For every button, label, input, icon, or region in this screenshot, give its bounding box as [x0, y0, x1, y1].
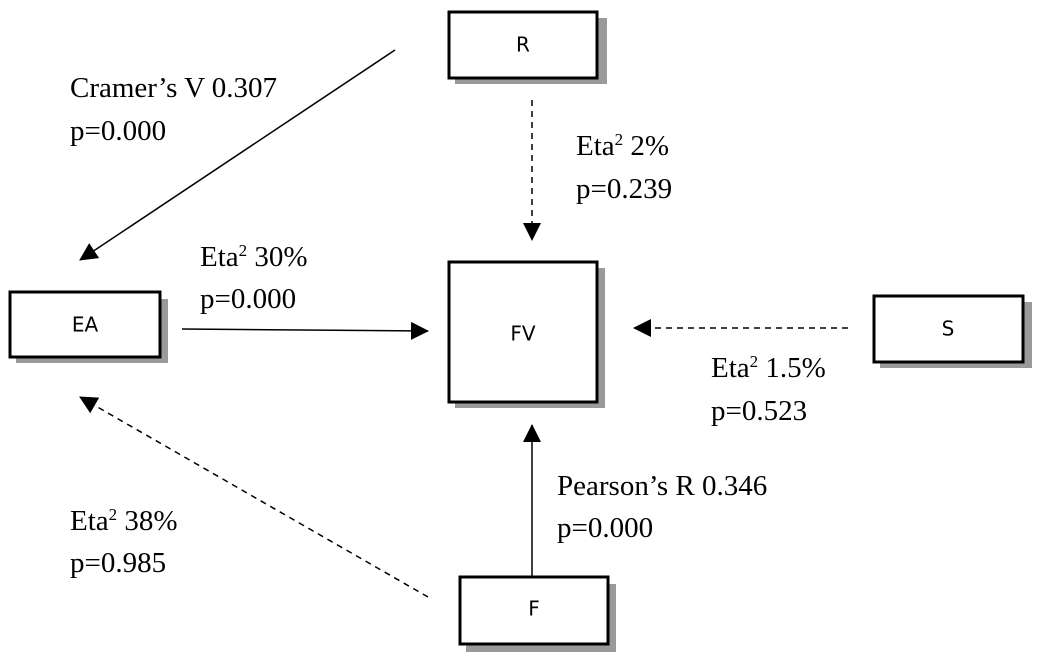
edge-p-value: p=0.239	[576, 173, 672, 205]
node-fv-label: FV	[510, 322, 536, 346]
edge-p-value: p=0.000	[200, 283, 296, 315]
node-f-label: F	[528, 597, 540, 621]
node-ea-box	[8, 290, 162, 359]
node-f-box	[458, 575, 610, 646]
superscript: 2	[750, 352, 759, 371]
superscript: 2	[615, 130, 624, 149]
stat-text: Eta	[576, 130, 615, 162]
edge-p-value: p=0.000	[70, 115, 166, 147]
edge-p-value: p=0.000	[557, 512, 653, 544]
edge-stat: Cramer’s V 0.307	[70, 72, 277, 104]
edge-label-ea-to-fv: Eta2 30% p=0.000	[200, 241, 308, 315]
stat-text: Cramer’s V 0.307	[70, 72, 277, 104]
stat-text: Eta	[70, 505, 109, 537]
edge-stat: Pearson’s R 0.346	[557, 470, 767, 502]
superscript: 2	[109, 505, 118, 524]
edge-r-to-ea	[79, 49, 396, 261]
edge-label-r-to-fv: Eta2 2% p=0.239	[576, 130, 672, 205]
edge-label-f-to-ea: Eta2 38% p=0.985	[70, 505, 178, 579]
node-r-label: R	[516, 33, 530, 57]
superscript: 2	[239, 241, 248, 260]
stat-value: 1.5%	[758, 352, 826, 384]
edge-f-to-ea	[79, 396, 429, 598]
stat-text: Eta	[711, 352, 750, 384]
node-s-label: S	[942, 317, 955, 341]
edge-stat: Eta2 2%	[576, 130, 669, 162]
node-r[interactable]: R	[447, 10, 607, 84]
node-fv[interactable]: FV	[447, 260, 605, 408]
edge-ea-to-fv	[181, 321, 429, 340]
stat-text: Eta	[200, 241, 239, 273]
stat-value: 2%	[623, 130, 669, 162]
node-s-box	[872, 294, 1025, 364]
edge-stat: Eta2 1.5%	[711, 352, 826, 384]
edge-p-value: p=0.985	[70, 547, 166, 579]
edge-label-r-to-ea: Cramer’s V 0.307 p=0.000	[70, 72, 277, 147]
edge-stat: Eta2 38%	[70, 505, 178, 537]
node-s[interactable]: S	[872, 294, 1032, 368]
edge-label-s-to-fv: Eta2 1.5% p=0.523	[711, 352, 826, 427]
node-ea[interactable]: EA	[8, 290, 168, 363]
node-r-box	[447, 10, 599, 80]
stat-value: 30%	[247, 241, 307, 273]
node-ea-label: EA	[72, 313, 99, 337]
node-f[interactable]: F	[458, 575, 616, 652]
edge-p-value: p=0.523	[711, 395, 807, 427]
stat-value: 38%	[117, 505, 177, 537]
node-fv-box	[447, 260, 599, 404]
edge-label-f-to-fv: Pearson’s R 0.346 p=0.000	[557, 470, 767, 544]
edge-stat: Eta2 30%	[200, 241, 308, 273]
stat-text: Pearson’s R 0.346	[557, 470, 767, 502]
